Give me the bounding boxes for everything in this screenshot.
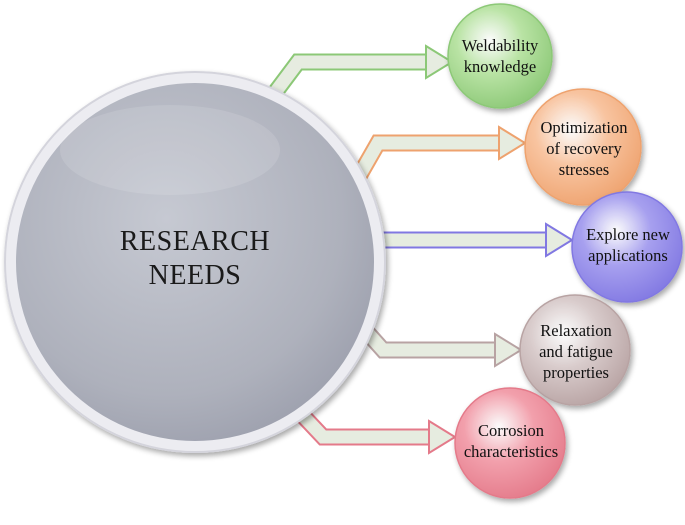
node-label-4: Relaxation and fatigue properties (539, 320, 613, 382)
node-label-5: Corrosion characteristics (463, 421, 559, 461)
nodes-layer (447, 3, 683, 499)
node-circle-2 (524, 88, 642, 206)
hub-circle (16, 83, 374, 441)
node-circle-1 (447, 3, 553, 109)
arrow-5-head (428, 419, 457, 455)
arrow-3-head (545, 222, 574, 258)
node-circle-4 (519, 294, 631, 406)
node-circle-5 (454, 387, 566, 499)
node-label-1: Weldability knowledge (461, 36, 539, 76)
arrow-1-head (425, 44, 454, 80)
node-circle-3 (571, 191, 683, 303)
arrow-1-shaft (262, 55, 430, 106)
node-label-3: Explore new applications (586, 225, 670, 265)
hub-label: RESEARCH NEEDS (119, 226, 271, 291)
arrow-2-head (498, 125, 527, 161)
arrow-4-shaft (353, 317, 499, 357)
hub-layer (4, 71, 386, 453)
arrow-4-head (494, 332, 523, 368)
node-label-2: Optimization of recovery stresses (540, 117, 628, 179)
hub-highlight (60, 105, 280, 195)
